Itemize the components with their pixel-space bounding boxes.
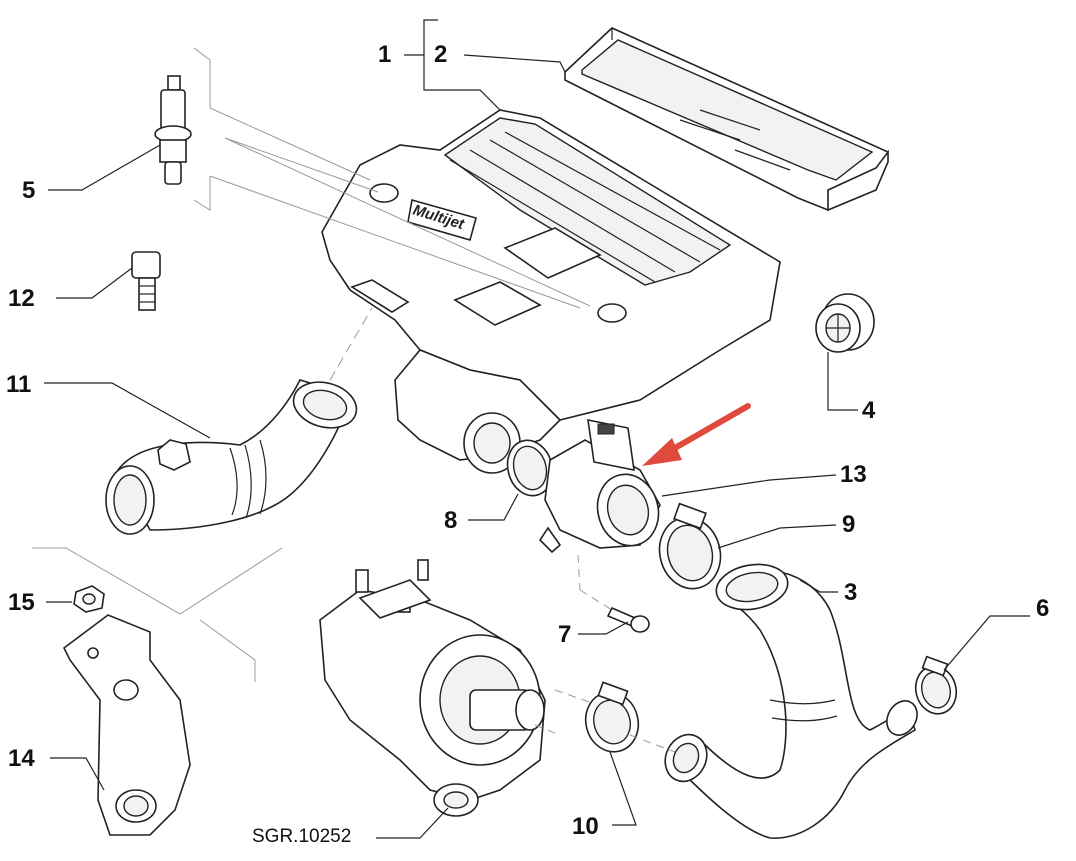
callout-labels: 1 2 3 4 5 6 7 8 9 10 11 12 13 14 15 SGR.… [6,41,1049,847]
part-4-grommet [815,293,875,353]
callout-1: 1 [378,41,391,68]
highlight-arrow [642,403,751,466]
callout-14: 14 [8,745,35,772]
callout-7: 7 [558,621,571,648]
part-6-small-clamp [914,655,958,715]
assembly-guide-lines [32,47,676,753]
part-2-air-filter [564,27,890,212]
callout-12: 12 [8,285,35,312]
part-5-stud-bolt [154,75,192,185]
callout-2: 2 [434,41,447,68]
callout-9: 9 [842,511,855,538]
callout-10: 10 [572,813,599,840]
part-13-air-mass-meter [538,418,661,554]
callout-8: 8 [444,507,457,534]
part-1-air-box-cover: Multijet [321,109,781,474]
part-3-turbo-inlet-hose [664,563,918,839]
callout-15: 15 [8,589,35,616]
leader-lines [44,19,1030,839]
part-7-screw [606,606,650,633]
callout-3: 3 [844,579,857,606]
part-9-hose-clamp [658,502,722,590]
callout-4: 4 [862,397,876,424]
callout-5: 5 [22,177,35,204]
part-12-bolt [131,251,161,311]
callout-11: 11 [6,371,31,398]
part-15-nut [73,585,105,613]
part-8-seal-ring [506,439,554,497]
grille-hatching [449,131,721,283]
callout-6: 6 [1036,595,1049,622]
part-11-intake-hose [105,379,358,535]
turbocharger [319,559,546,817]
part-14-bracket [62,614,191,836]
reference-code: SGR.10252 [252,826,351,847]
callout-13: 13 [840,461,867,488]
part-10-clamp [584,681,640,753]
